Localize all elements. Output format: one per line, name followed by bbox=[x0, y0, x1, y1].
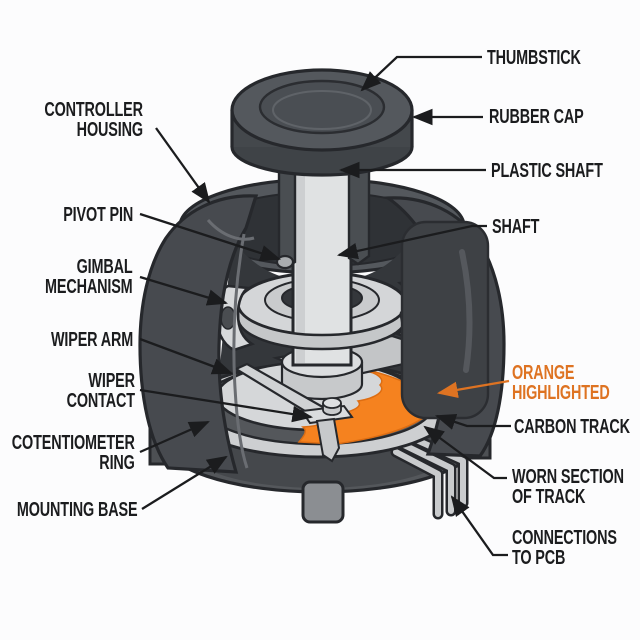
label-plastic-shaft: PLASTIC SHAFT bbox=[491, 161, 603, 181]
leader-worn-section bbox=[423, 425, 507, 480]
leader-wiper-contact bbox=[139, 388, 314, 423]
label-line: PIVOT PIN bbox=[63, 204, 133, 226]
label-thumbstick: THUMBSTICK bbox=[487, 48, 581, 68]
leader-cotentiometer-ring bbox=[139, 420, 210, 454]
label-line: PLASTIC SHAFT bbox=[491, 160, 603, 182]
label-line: GIMBAL bbox=[77, 256, 133, 278]
label-rubber-cap: RUBBER CAP bbox=[489, 107, 584, 127]
leader-thumbstick bbox=[360, 55, 482, 92]
label-line: MECHANISM bbox=[45, 276, 133, 298]
label-shaft: SHAFT bbox=[492, 217, 539, 237]
label-line: RUBBER CAP bbox=[489, 106, 584, 128]
leader-connections-pcb bbox=[450, 495, 508, 557]
leader-controller-housing bbox=[155, 127, 211, 204]
pivot-pin bbox=[275, 254, 295, 270]
label-line: HOUSING bbox=[76, 119, 143, 141]
label-line: CONTACT bbox=[66, 390, 135, 412]
label-gimbal-mechanism: GIMBAL MECHANISM bbox=[45, 257, 133, 297]
label-line: CONTROLLER bbox=[44, 99, 143, 121]
label-orange-highlighted: ORANGE HIGHLIGHTED bbox=[512, 363, 610, 403]
leader-gimbal-mechanism bbox=[139, 275, 228, 306]
label-cotentiometer-ring: COTENTIOMETER RING bbox=[12, 433, 135, 473]
leader-lines bbox=[139, 55, 511, 557]
base-peg bbox=[301, 480, 345, 524]
label-line: WIPER ARM bbox=[50, 329, 133, 351]
label-worn-section: WORN SECTION OF TRACK bbox=[512, 467, 624, 507]
label-controller-housing: CONTROLLER HOUSING bbox=[44, 100, 143, 140]
label-connections-pcb: CONNECTIONS TO PCB bbox=[512, 528, 617, 568]
label-wiper-contact: WIPER CONTACT bbox=[67, 371, 135, 411]
thumbstick-cap bbox=[230, 68, 414, 177]
label-line: MOUNTING BASE bbox=[16, 499, 137, 521]
label-line: RING bbox=[99, 452, 136, 474]
wiper-contact bbox=[300, 397, 354, 463]
rubber-cap-dish bbox=[258, 79, 386, 135]
label-line: WIPER bbox=[88, 370, 136, 392]
label-line: OF TRACK bbox=[512, 486, 586, 508]
label-line: HIGHLIGHTED bbox=[512, 382, 610, 404]
label-line: CARBON TRACK bbox=[514, 416, 630, 438]
label-carbon-track: CARBON TRACK bbox=[514, 417, 630, 437]
label-line: CONNECTIONS bbox=[512, 527, 617, 549]
leader-mounting-base bbox=[141, 455, 228, 510]
leader-orange-highlighted bbox=[436, 379, 510, 399]
leader-pivot-pin bbox=[139, 212, 281, 262]
label-line: WORN SECTION bbox=[512, 466, 624, 488]
leader-carbon-track bbox=[435, 414, 511, 430]
label-wiper-arm: WIPER ARM bbox=[51, 330, 133, 350]
label-line: SHAFT bbox=[492, 216, 540, 238]
label-pivot-pin: PIVOT PIN bbox=[63, 205, 133, 225]
label-line: TO PCB bbox=[512, 547, 566, 569]
leader-wiper-arm bbox=[139, 337, 233, 375]
pcb-pins bbox=[390, 432, 469, 520]
label-mounting-base: MOUNTING BASE bbox=[16, 500, 137, 520]
label-line: THUMBSTICK bbox=[487, 47, 581, 69]
label-line: COTENTIOMETER bbox=[12, 432, 135, 454]
label-line: ORANGE bbox=[512, 362, 575, 384]
leader-shaft bbox=[336, 224, 487, 260]
